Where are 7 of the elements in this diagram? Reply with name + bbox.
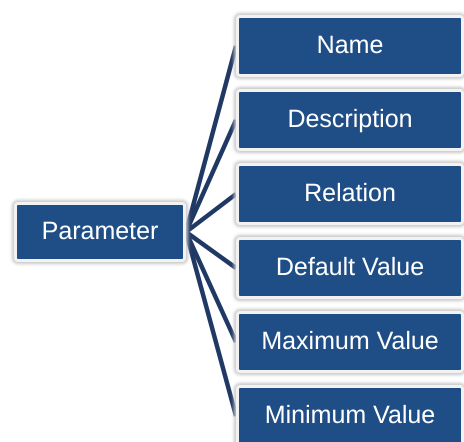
process-box: Parameter [14, 202, 186, 262]
process-box: Description [236, 89, 464, 151]
process-box: Name [236, 15, 464, 77]
process-box: Minimum Value [236, 385, 464, 442]
process-box: Relation [236, 163, 464, 225]
process-box: Maximum Value [236, 311, 464, 373]
process-box: Default Value [236, 237, 464, 299]
